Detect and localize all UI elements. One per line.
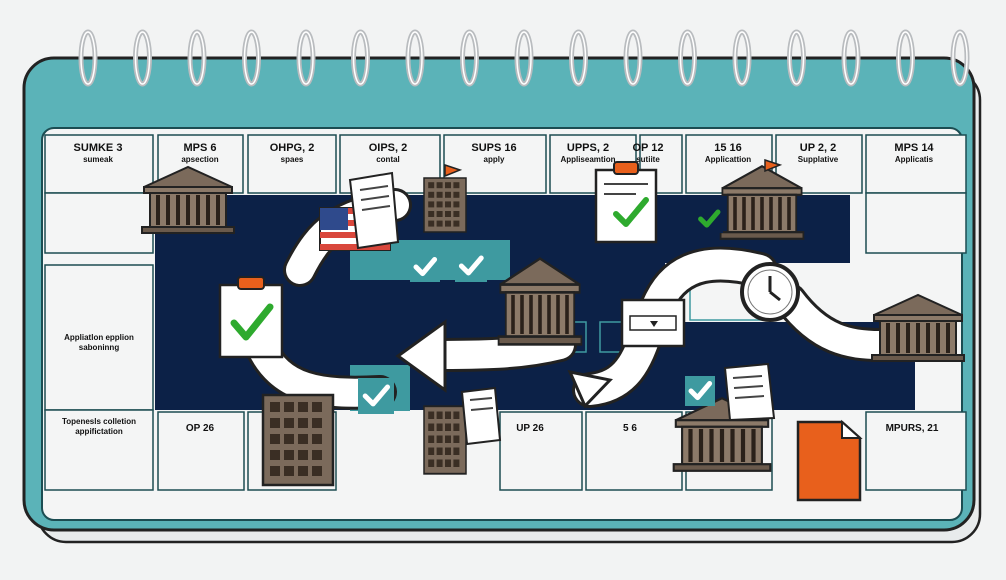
office-tower-icon [423,405,467,475]
checkmark-icon [695,205,723,233]
bottom-cell-label: OP 26 [186,423,215,434]
header-cell-title: OHPG, 2 [270,142,315,154]
header-cell [865,134,967,194]
document-icon [460,386,502,446]
orange-folder-icon [796,419,863,502]
form-document-icon [620,298,686,348]
left-arrow-icon [395,319,447,393]
office-tower-icon [261,393,335,487]
header-cell [247,134,337,194]
side-label: Appliatlon epplion [64,333,134,342]
header-cell-subtitle: sutiite [636,155,660,164]
header-cell [44,134,154,194]
header-cell-title: OIPS, 2 [369,142,408,154]
header-cell-subtitle: apsection [181,155,218,164]
bottom-cell [865,411,967,491]
flag-icon [444,163,463,178]
clock-icon [740,262,800,322]
header-cell-title: SUMKE 3 [74,142,123,154]
bottom-cell [499,411,583,491]
flag-icon [764,158,783,173]
checkmark-icon [685,376,715,406]
header-cell-title: MPS 14 [894,142,934,154]
government-building-icon [423,177,467,233]
checklist-clipboard-icon [218,276,284,359]
header-cell-subtitle: Applicattion [705,155,751,164]
side-label: Topenesls colletion [62,417,136,426]
header-cell-title: 15 16 [714,142,742,154]
header-cell-title: SUPS 16 [471,142,516,154]
bottom-cell [157,411,245,491]
header-cell-subtitle: sumeak [83,155,113,164]
checklist-clipboard-icon [594,161,658,244]
side-cell [44,409,154,491]
checkmark-icon [455,250,487,282]
side-cell [44,264,154,411]
header-cell-subtitle: Appliseamtion [560,155,615,164]
checkmark-icon [410,252,440,282]
down-arrow-icon [567,369,613,409]
header-cell-subtitle: Applicatis [895,155,934,164]
document-icon [723,362,776,422]
header-cell-title: OP 12 [633,142,664,154]
header-cell-subtitle: spaes [281,155,304,164]
checkmark-icon [358,378,394,414]
side-cell [44,192,154,254]
bottom-cell-label: MPURS, 21 [886,423,939,434]
side-label: saboninng [79,343,120,352]
side-cell [865,192,967,254]
bottom-cell-label: 5 6 [623,423,637,434]
header-cell-subtitle: Supplative [798,155,839,164]
header-cell-subtitle: apply [484,155,505,164]
side-label: appifictation [75,427,123,436]
bottom-cell-label: UP 26 [516,423,544,434]
header-cell-title: UPPS, 2 [567,142,609,154]
bottom-cell [585,411,683,491]
header-cell-title: MPS 6 [183,142,216,154]
document-icon [348,171,400,250]
header-cell-subtitle: contal [376,155,400,164]
header-cell-title: UP 2, 2 [800,142,837,154]
